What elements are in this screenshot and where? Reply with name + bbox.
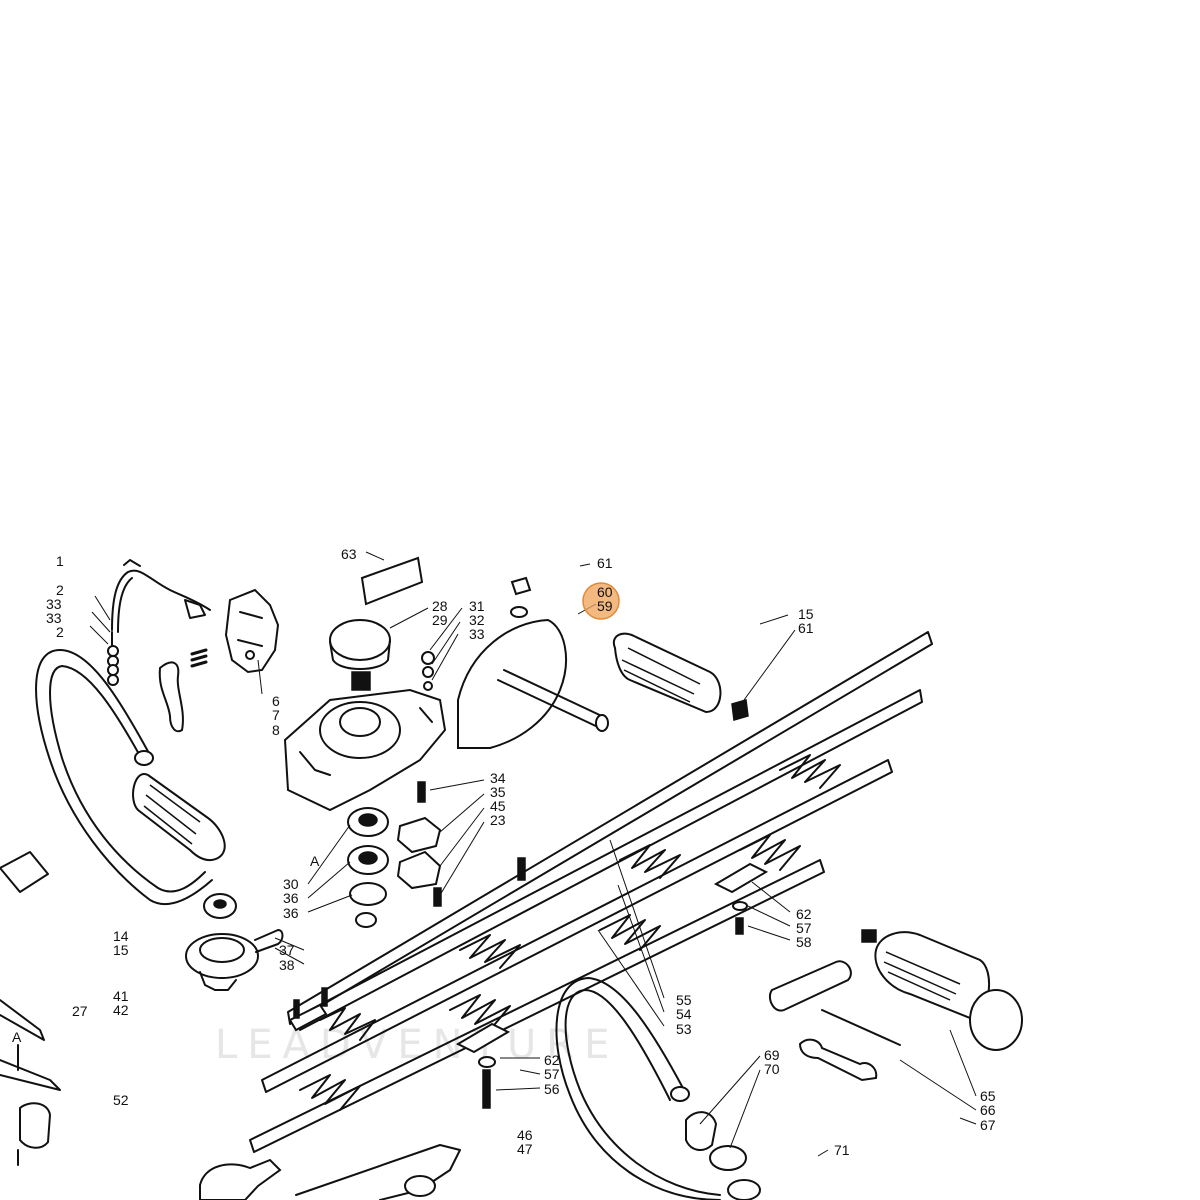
gearbox-bolts <box>417 651 526 881</box>
callout-2: 2 <box>56 624 64 640</box>
crank-gear-bottom <box>199 1144 461 1200</box>
leader-lines <box>89 551 977 1157</box>
callout-65: 65 <box>980 1088 996 1104</box>
callout-37: 37 <box>279 942 295 958</box>
callout-33: 33 <box>46 610 62 626</box>
rear-loop-handle <box>555 977 721 1200</box>
eccentric-plates <box>396 816 442 907</box>
callout-52: 52 <box>113 1092 129 1108</box>
callout-60: 60 <box>597 584 613 600</box>
highlight-marker <box>582 582 620 620</box>
callout-59: 59 <box>597 598 613 614</box>
callout-1: 1 <box>56 553 64 569</box>
callout-58: 58 <box>796 934 812 950</box>
callout-6: 6 <box>272 693 280 709</box>
rubber-grip-left <box>132 773 226 862</box>
throttle-trigger-housing <box>224 588 280 674</box>
right-nut <box>731 699 749 721</box>
callout-53: 53 <box>676 1021 692 1037</box>
callout-30: 30 <box>283 876 299 892</box>
throttle-cable-assembly <box>111 559 211 649</box>
callout-38: 38 <box>279 957 295 973</box>
bearing-stack <box>347 807 389 928</box>
callout-29: 29 <box>432 612 448 628</box>
throttle-trigger <box>158 661 184 733</box>
callout-8: 8 <box>272 722 280 738</box>
front-loop-handle <box>35 649 213 906</box>
rubber-grip-right <box>612 632 722 714</box>
callout-31: 31 <box>469 598 485 614</box>
top-nut-washer <box>510 576 532 618</box>
fuel-cylinder <box>861 929 1023 1051</box>
drive-gear <box>185 929 284 991</box>
bearing-left <box>203 893 237 919</box>
hand-guard-plate <box>457 618 609 749</box>
callout-42: 42 <box>113 1002 129 1018</box>
callout-62: 62 <box>544 1052 560 1068</box>
callout-33: 33 <box>46 596 62 612</box>
callout-45: 45 <box>490 798 506 814</box>
callout-7: 7 <box>272 707 280 723</box>
callout-36: 36 <box>283 890 299 906</box>
callout-70: 70 <box>764 1061 780 1077</box>
open-end-wrench <box>798 1038 878 1082</box>
blade-spacers <box>288 862 769 1109</box>
gearbox-cap <box>329 619 391 691</box>
callout-32: 32 <box>469 612 485 628</box>
callout-62: 62 <box>796 906 812 922</box>
callout-27: 27 <box>72 1003 88 1019</box>
callout-a: A <box>12 1029 22 1045</box>
callout-54: 54 <box>676 1006 692 1022</box>
callout-41: 41 <box>113 988 129 1004</box>
callout-35: 35 <box>490 784 506 800</box>
callout-28: 28 <box>432 598 448 614</box>
callout-63: 63 <box>341 546 357 562</box>
washer-stack <box>107 645 119 686</box>
trigger-spring <box>190 648 208 668</box>
callout-a: A <box>310 853 320 869</box>
lower-blade <box>249 759 893 1153</box>
callout-15: 15 <box>113 942 129 958</box>
callout-33: 33 <box>469 626 485 642</box>
callout-34: 34 <box>490 770 506 786</box>
callout-61: 61 <box>597 555 613 571</box>
callout-2: 2 <box>56 582 64 598</box>
callout-47: 47 <box>517 1141 533 1157</box>
callout-56: 56 <box>544 1081 560 1097</box>
callout-66: 66 <box>980 1102 996 1118</box>
callout-14: 14 <box>113 928 129 944</box>
gearbox-housing <box>283 688 447 812</box>
callout-69: 69 <box>764 1047 780 1063</box>
callout-67: 67 <box>980 1117 996 1133</box>
callout-61: 61 <box>798 620 814 636</box>
callout-23: 23 <box>490 812 506 828</box>
callout-55: 55 <box>676 992 692 1008</box>
spark-plug-wrench <box>768 960 901 1046</box>
callout-15: 15 <box>798 606 814 622</box>
callout-71: 71 <box>834 1142 850 1158</box>
callout-57: 57 <box>796 920 812 936</box>
callout-labels: 1 2 33 33 2 6 7 8 63 28 29 31 32 33 61 6… <box>12 546 996 1158</box>
callout-57: 57 <box>544 1066 560 1082</box>
left-edge-bracket <box>0 851 61 1166</box>
decal-label <box>360 556 424 606</box>
callout-36: 36 <box>283 905 299 921</box>
callout-46: 46 <box>517 1127 533 1143</box>
handle-clamps <box>685 1111 761 1200</box>
